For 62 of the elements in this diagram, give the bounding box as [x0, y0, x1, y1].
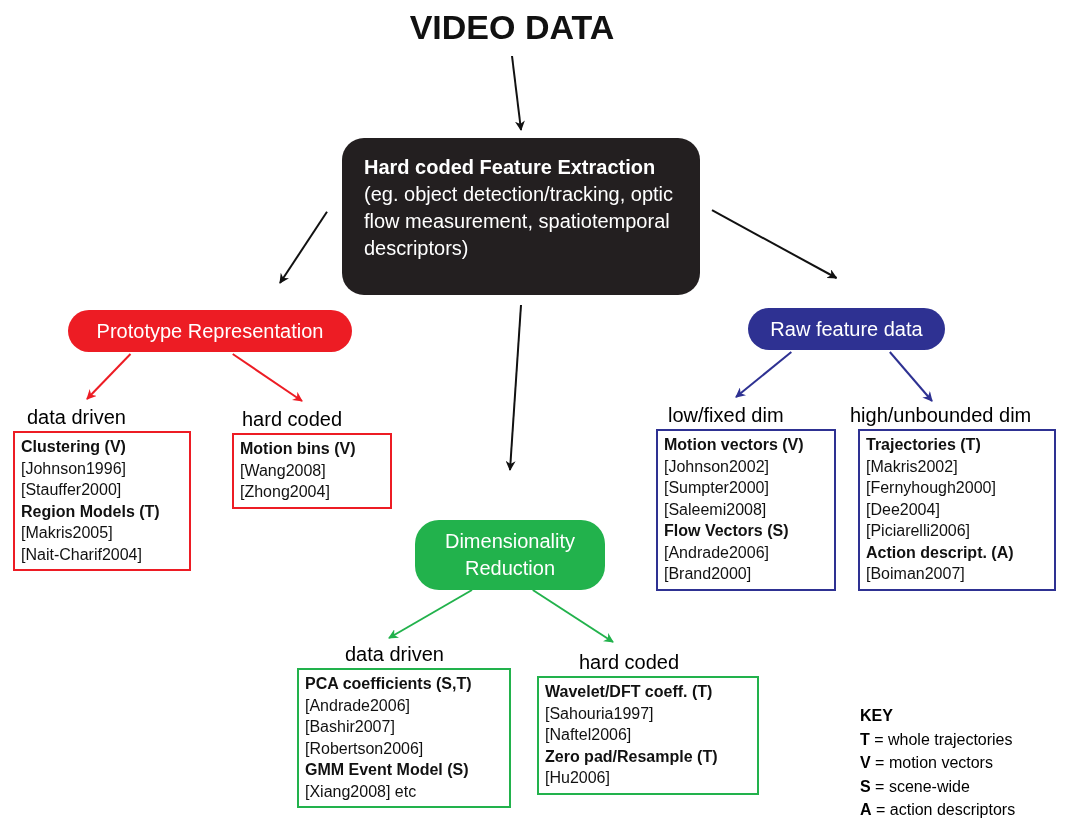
- citation: [Hu2006]: [545, 768, 611, 788]
- citation: [Boiman2007]: [866, 564, 966, 584]
- group-heading: low/fixed dim: [668, 403, 785, 427]
- method-heading: Flow Vectors (S): [664, 521, 790, 541]
- box-heading: Hard coded Feature Extraction: [364, 155, 657, 180]
- diagram-heading: VIDEO DATA: [380, 8, 644, 47]
- method-heading: Zero pad/Resample (T): [545, 746, 719, 767]
- group-heading: data driven: [27, 405, 127, 429]
- citation: [Piciarelli2006]: [866, 521, 972, 541]
- box-description: (eg. object detection/tracking, optic flow measurement, spatiotemporal descriptors): [364, 182, 675, 261]
- citation: [Zhong2004]: [240, 482, 331, 502]
- citation: [Stauffer2000]: [21, 480, 123, 500]
- group-heading: hard coded: [242, 407, 344, 431]
- arrow: [735, 351, 793, 398]
- citation: [Nait-Charif2004]: [21, 544, 143, 565]
- key-entry: S = scene-wide: [860, 776, 971, 797]
- citation: [Makris2002]: [866, 456, 959, 477]
- citation: [Sumpter2000]: [664, 478, 770, 498]
- group-heading: data driven: [345, 642, 445, 666]
- citation: [Dee2004]: [866, 499, 941, 520]
- process-box: [342, 138, 700, 295]
- arrow: [511, 55, 525, 131]
- citation: [Makris2005]: [21, 523, 114, 543]
- citation: [Saleemi2008]: [664, 499, 768, 520]
- arrow: [86, 353, 132, 400]
- key-entry: A = action descriptors: [860, 800, 1016, 820]
- citation: [Fernyhough2000]: [866, 478, 997, 498]
- category-pill: Raw feature data: [748, 308, 945, 350]
- key-entry: T = whole trajectories: [860, 729, 1014, 750]
- group-heading: high/unbounded dim: [850, 403, 1033, 427]
- method-heading: GMM Event Model (S): [305, 760, 470, 780]
- citation: [Naftel2006]: [545, 725, 633, 745]
- arrow: [888, 351, 933, 402]
- method-heading: Trajectories (T): [866, 435, 982, 455]
- citation: [Johnson2002]: [664, 456, 770, 477]
- key-entry: V = motion vectors: [860, 753, 994, 773]
- citation: [Andrade2006]: [305, 695, 411, 716]
- arrow: [531, 589, 614, 643]
- key-heading: KEY: [860, 706, 894, 726]
- arrow: [231, 353, 303, 402]
- method-heading: Wavelet/DFT coeff. (T): [545, 682, 714, 702]
- citation: [Johnson1996]: [21, 458, 127, 479]
- method-heading: Motion vectors (V): [664, 435, 805, 455]
- arrow: [505, 304, 522, 471]
- arrow: [711, 209, 838, 279]
- arrow: [279, 210, 328, 284]
- category-pill: Dimensionality Reduction: [415, 520, 605, 590]
- group-heading: hard coded: [579, 650, 681, 674]
- method-heading: Region Models (T): [21, 501, 161, 522]
- citation: [Brand2000]: [664, 564, 753, 584]
- method-heading: Motion bins (V): [240, 439, 357, 459]
- citation: [Wang2008]: [240, 460, 327, 481]
- arrow: [388, 589, 473, 639]
- citation: [Bashir2007]: [305, 717, 396, 737]
- method-heading: Action descript. (A): [866, 542, 1015, 563]
- citation: [Xiang2008] etc: [305, 781, 418, 802]
- category-pill: Prototype Representation: [68, 310, 352, 352]
- citation: [Robertson2006]: [305, 738, 425, 759]
- method-heading: PCA coefficients (S,T): [305, 674, 473, 694]
- method-heading: Clustering (V): [21, 437, 127, 457]
- citation: [Andrade2006]: [664, 542, 770, 563]
- citation: [Sahouria1997]: [545, 703, 655, 724]
